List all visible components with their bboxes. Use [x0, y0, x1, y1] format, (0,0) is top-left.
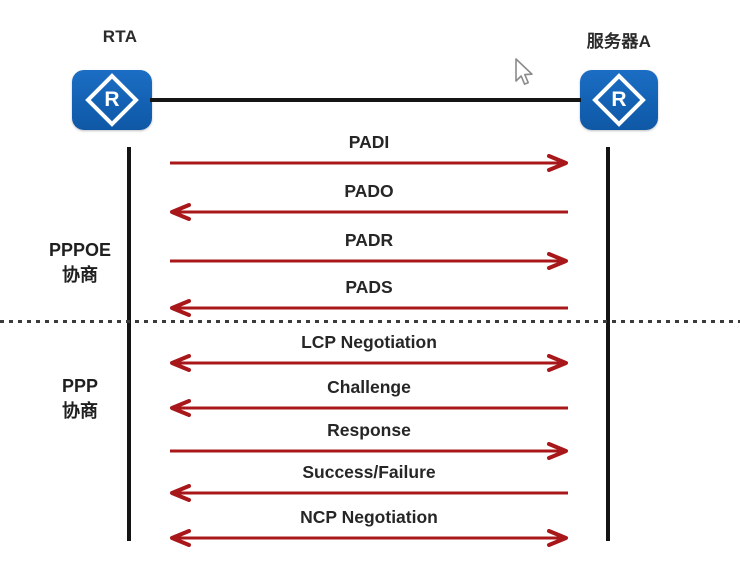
message-row: NCP Negotiation [168, 505, 570, 549]
message-arrow-left [170, 203, 568, 221]
message-arrow-both [170, 529, 568, 547]
message-label: PADO [344, 181, 394, 201]
message-label: Challenge [327, 377, 411, 397]
phase-label-ppp: PPP 协商 [34, 374, 126, 424]
message-arrow-left [170, 399, 568, 417]
message-arrow-both [170, 354, 568, 372]
message-arrow-right [170, 154, 568, 172]
router-icon-letter: R [611, 88, 627, 111]
message-row: Challenge [168, 375, 570, 419]
device-label-rta: RTA [102, 27, 138, 46]
message-row: PADS [168, 275, 570, 319]
phase-label-line: 协商 [62, 265, 98, 285]
mouse-cursor-icon [512, 57, 536, 89]
message-row: Success/Failure [168, 460, 570, 504]
message-label: PADR [344, 230, 394, 250]
link-line [150, 98, 581, 102]
message-label: PADI [348, 132, 390, 152]
message-label: Response [327, 420, 411, 440]
phase-label-line: 协商 [62, 401, 98, 421]
message-row: PADI [168, 130, 570, 174]
message-arrow-right [170, 442, 568, 460]
message-label: NCP Negotiation [300, 507, 438, 527]
router-icon: R [580, 70, 658, 130]
router-icon-letter: R [104, 88, 120, 111]
message-arrow-left [170, 484, 568, 502]
message-label: PADS [345, 277, 393, 297]
router-icon: R [72, 70, 152, 130]
message-row: PADR [168, 228, 570, 272]
message-arrow-right [170, 252, 568, 270]
message-row: PADO [168, 179, 570, 223]
message-label: LCP Negotiation [301, 332, 437, 352]
message-row: Response [168, 418, 570, 462]
message-row: LCP Negotiation [168, 330, 570, 374]
message-arrow-left [170, 299, 568, 317]
message-label: Success/Failure [302, 462, 436, 482]
phase-label-line: PPP [61, 376, 99, 396]
lifeline-rta [127, 147, 131, 541]
phase-label-line: PPPOE [48, 240, 112, 260]
device-label-server-a: 服务器A [586, 32, 652, 51]
phase-divider-dotted-line [0, 320, 740, 323]
phase-label-pppoe: PPPOE 协商 [34, 238, 126, 288]
lifeline-server-a [606, 147, 610, 541]
